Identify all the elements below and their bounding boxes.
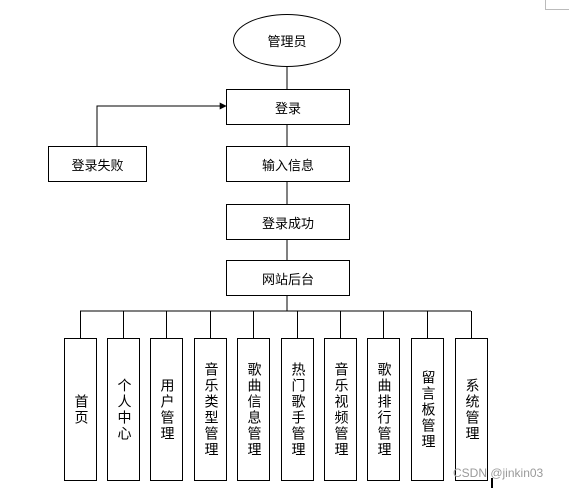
module-label-8: 留言板管理 [419,369,436,450]
login-success-node: 登录成功 [226,204,350,240]
login-failure-label: 登录失败 [71,158,124,174]
login-label: 登录 [274,101,301,117]
module-node-7: 歌曲排行管理 [367,338,400,481]
module-label-5: 热门歌手管理 [289,361,306,458]
module-label-7: 歌曲排行管理 [375,361,392,458]
module-node-4: 歌曲信息管理 [237,338,270,481]
login-success-label: 登录成功 [261,216,314,232]
module-node-3: 音乐类型管理 [194,338,227,481]
backend-label: 网站后台 [261,272,314,288]
root-label: 管理员 [267,35,307,50]
login-failure-node: 登录失败 [48,146,147,182]
module-label-0: 首页 [72,393,89,426]
module-label-3: 音乐类型管理 [202,361,219,458]
watermark: CSDN @jinkin03 [453,466,544,480]
edge-failure-login [96,102,227,146]
module-label-2: 用户管理 [158,377,175,442]
module-label-6: 音乐视频管理 [332,361,349,458]
text-cursor-icon [491,478,494,488]
corner-mark [545,0,569,10]
module-label-9: 系统管理 [463,377,480,442]
input-info-node: 输入信息 [226,146,350,182]
module-node-2: 用户管理 [150,338,183,481]
module-label-4: 歌曲信息管理 [245,361,262,458]
input-info-label: 输入信息 [261,158,314,174]
module-node-6: 音乐视频管理 [324,338,357,481]
module-node-8: 留言板管理 [411,338,444,481]
backend-node: 网站后台 [226,260,350,296]
module-node-0: 首页 [64,338,97,481]
module-label-1: 个人中心 [115,377,132,442]
root-node: 管理员 [233,14,341,67]
module-node-1: 个人中心 [107,338,140,481]
login-node: 登录 [226,89,350,125]
module-node-9: 系统管理 [455,338,488,481]
module-node-5: 热门歌手管理 [281,338,314,481]
